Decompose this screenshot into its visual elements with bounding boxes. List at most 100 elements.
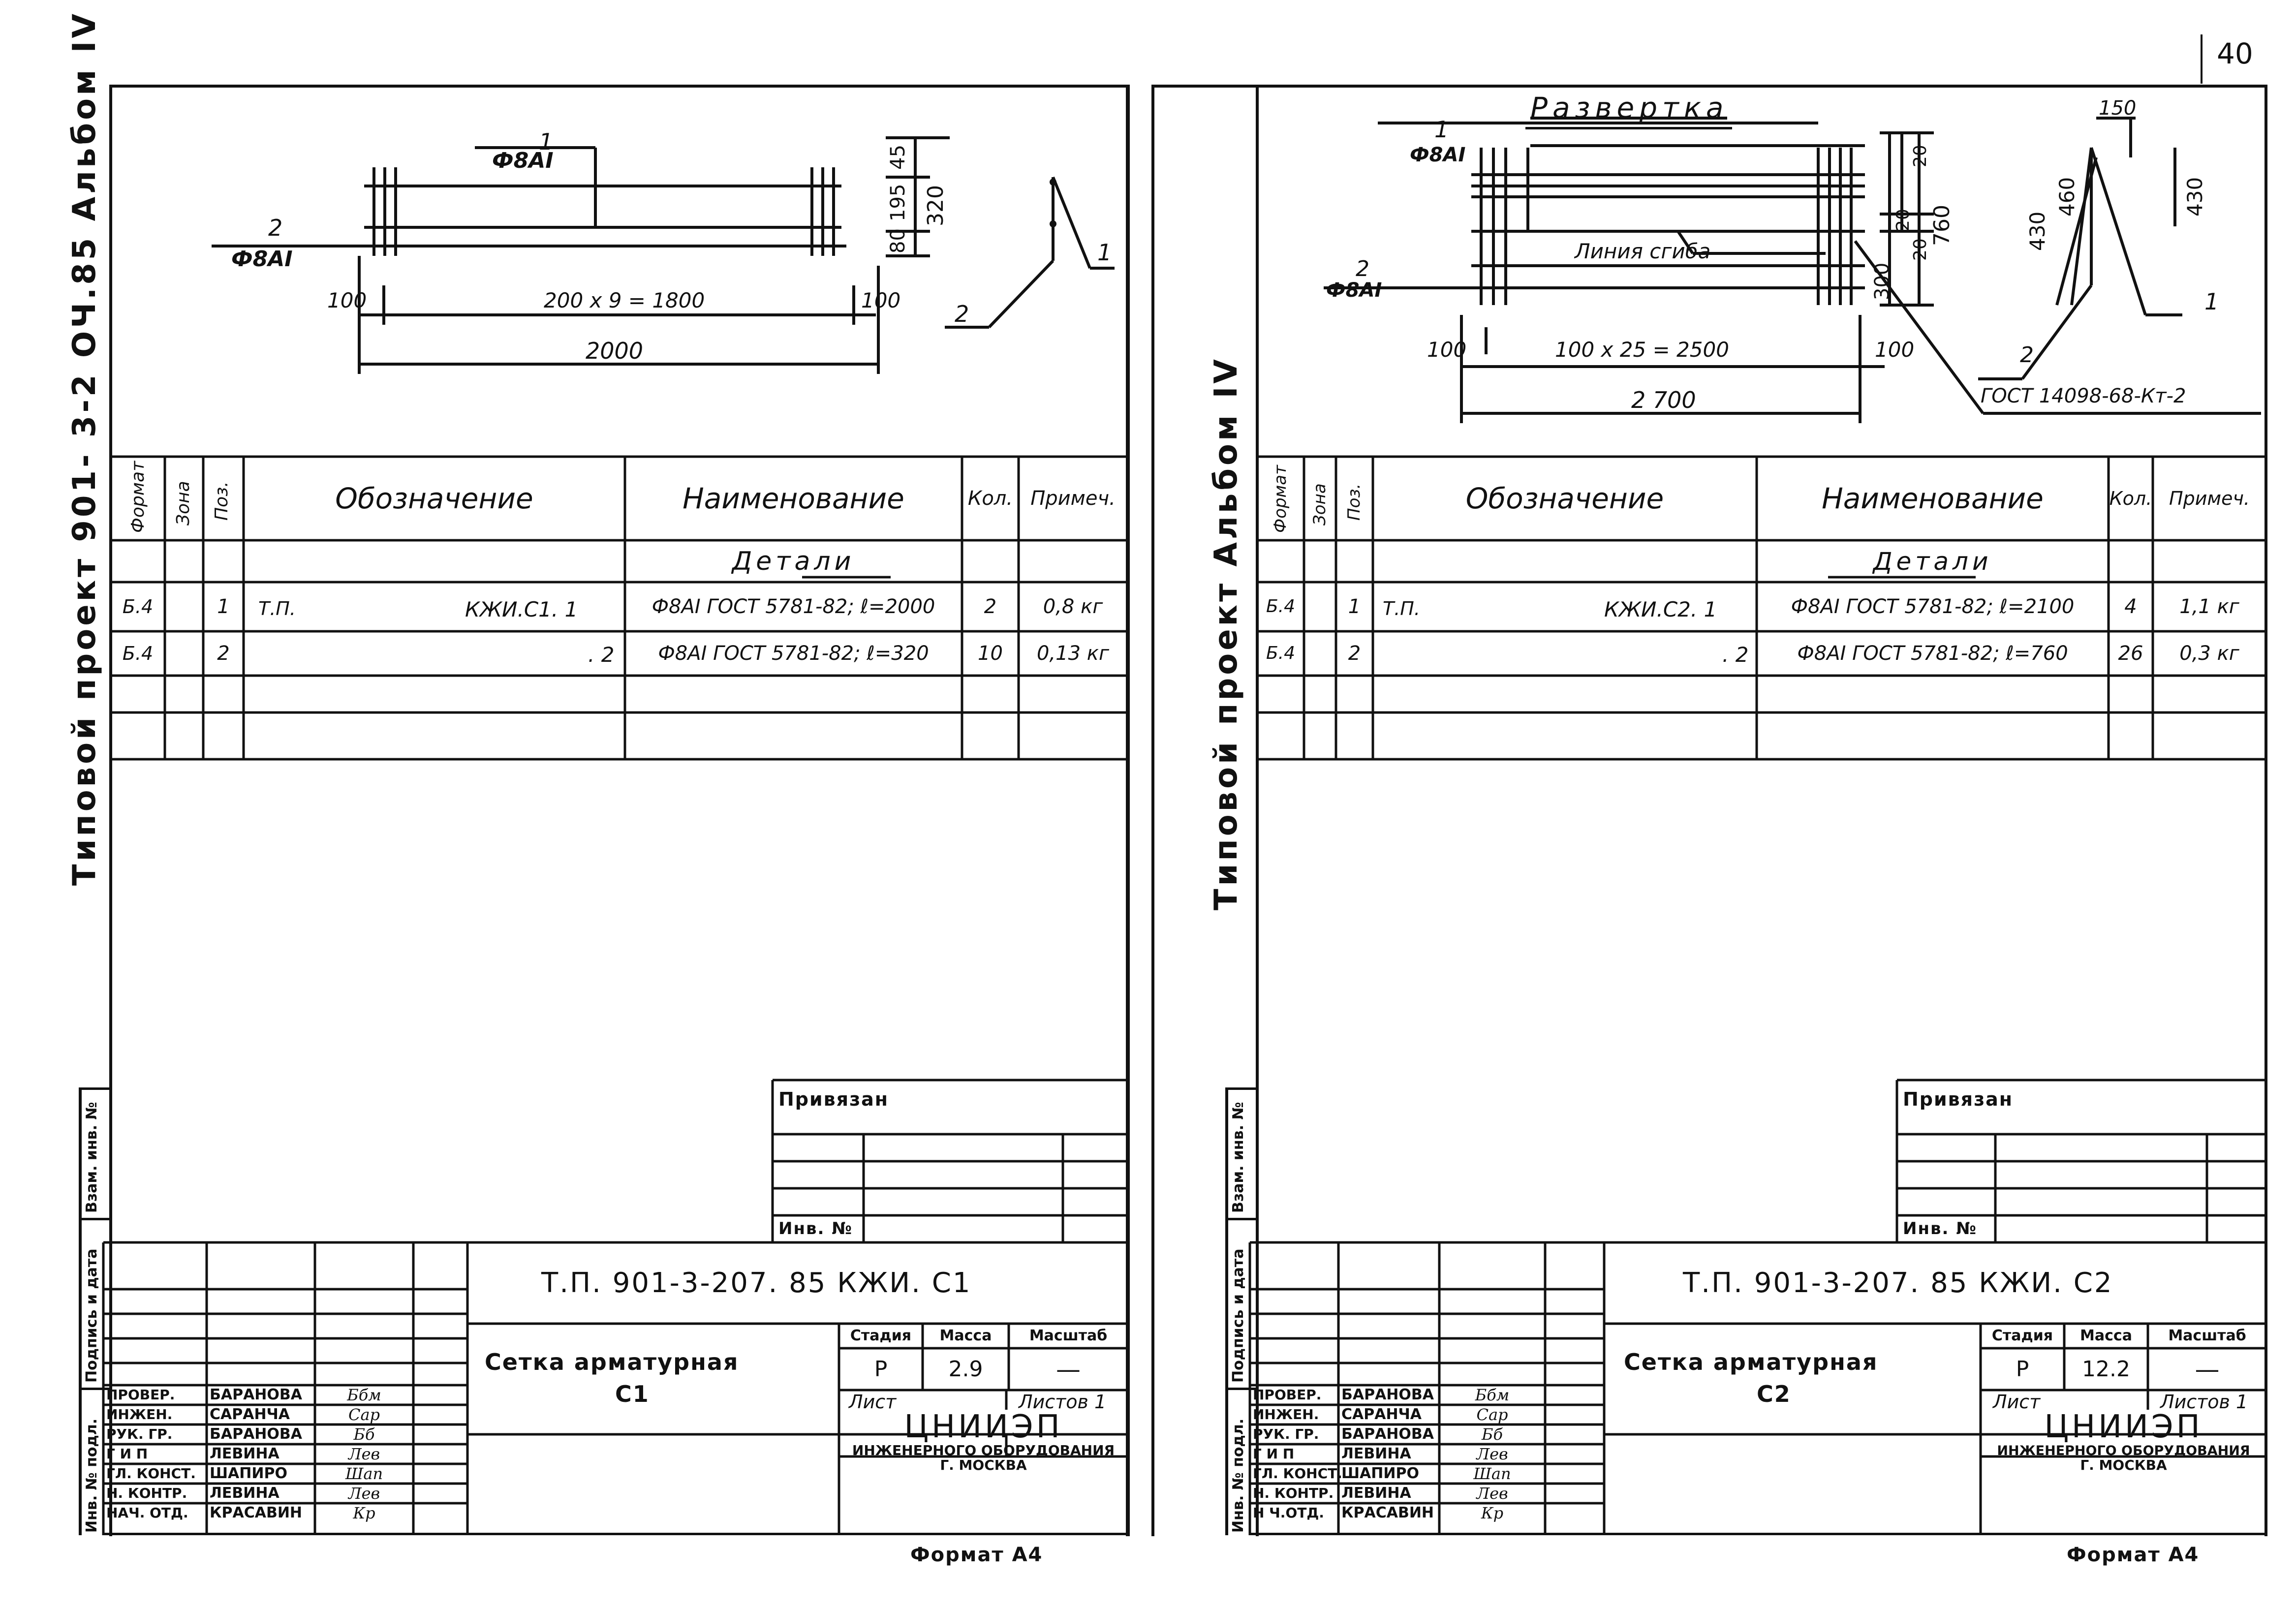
hdr-designation: Обозначение (335, 482, 533, 515)
dim-20b: 20 (1893, 209, 1913, 231)
inv-label: Инв. № (778, 1219, 853, 1238)
signature: Лев (348, 1445, 380, 1463)
dim-195: 195 (887, 184, 909, 221)
signatory-name: Шапиро (210, 1465, 287, 1482)
signatory-role: Инжен. (1253, 1406, 1319, 1423)
hdr-name: Наименование (683, 482, 904, 515)
row1-pos: 1 (217, 595, 230, 618)
title-line1: Сетка арматурная (485, 1349, 739, 1375)
signature: Бб (1481, 1425, 1503, 1444)
signatory-role: Г И П (1253, 1446, 1295, 1462)
org-name-r: ЦНИИЭП (2044, 1409, 2203, 1445)
row1-desig-a: Т.П. (258, 598, 296, 619)
signature: Лев (348, 1484, 380, 1503)
row2-pos: 2 (217, 642, 230, 665)
row1-name: Ф8АI ГОСТ 5781-82; ℓ=2000 (652, 595, 935, 618)
row2-name-r: Ф8АI ГОСТ 5781-82; ℓ=760 (1797, 642, 2068, 665)
row1-name-r: Ф8АI ГОСТ 5781-82; ℓ=2100 (1791, 595, 2075, 618)
spec-table-c1: Формат Зона Поз. Обозначение Наименовани… (111, 455, 1127, 762)
sheet-left: Типовой проект 901- 3-2 ОЧ.85 Альбом IV … (0, 0, 1147, 1610)
org-city-r: г. Москва (2080, 1457, 2167, 1473)
bend-line-label: Линия сгиба (1575, 239, 1711, 263)
org-name: ЦНИИЭП (904, 1409, 1063, 1445)
row1-note: 0,8 кг (1043, 595, 1103, 618)
row2-qty: 10 (978, 642, 1003, 665)
mass-value-r: 12.2 (2082, 1356, 2130, 1382)
signatory-role: Н ч.отд. (1253, 1505, 1324, 1521)
pos2-label-r: 2 (1356, 256, 1369, 281)
side-stamp-r1: Инв. № подл. (1230, 1418, 1247, 1533)
row2-desig-b: . 2 (588, 643, 615, 667)
gost-bend: ГОСТ 14098-68-Кт-2 (1981, 385, 2186, 407)
bend-460: 460 (2055, 177, 2079, 217)
page-number: 40 (2217, 37, 2253, 70)
pos2-bar: Ф8АI (231, 247, 293, 272)
signatory-name: Левина (210, 1485, 279, 1502)
signatory-role: Н. контр. (106, 1485, 187, 1501)
signature: Кр (1481, 1504, 1504, 1522)
row1-qty-r: 4 (2124, 595, 2137, 618)
signatory-role: Гл. Конст. (1253, 1465, 1342, 1482)
doc-code-r: Т.П. 901-3-207. 85 КЖИ. С2 (1683, 1267, 2113, 1299)
row2-desig-b-r: . 2 (1722, 643, 1749, 667)
bend-150: 150 (2099, 97, 2137, 120)
bend-430a: 430 (2025, 211, 2049, 251)
org-sub: инженерного оборудования (852, 1442, 1115, 1458)
signatory-name: Шапиро (1341, 1465, 1419, 1482)
row2-format-r: Б.4 (1266, 643, 1296, 663)
hdr-pos: Поз. (212, 481, 232, 521)
dim-total-r: 2 700 (1631, 387, 1696, 413)
section-title-r: Детали (1873, 547, 1992, 576)
dim-left: 100 (327, 288, 367, 312)
bend-430b: 430 (2183, 177, 2207, 217)
title-block-c2: Т.П. 901-3-207. 85 КЖИ. С2 Сетка арматур… (1248, 1241, 2266, 1535)
sheet-label: Лист (849, 1391, 897, 1413)
signatory-name: Баранова (1341, 1386, 1434, 1403)
scale-label-r: Масштаб (2168, 1327, 2246, 1344)
signatory-role: Г И П (106, 1446, 148, 1462)
signature: Шап (345, 1464, 383, 1483)
signatory-name: Левина (1341, 1485, 1411, 1502)
org-sub-r: инженерного оборудования (1997, 1443, 2250, 1458)
side-stamp-2: Подпись и дата (83, 1248, 100, 1383)
dim-20c: 20 (1910, 238, 1930, 261)
hdr-designation-r: Обозначение (1465, 482, 1664, 515)
mass-label: Масса (939, 1327, 992, 1344)
row1-qty: 2 (984, 595, 997, 618)
signatory-name: Левина (1341, 1445, 1411, 1462)
row1-note-r: 1,1 кг (2179, 595, 2239, 618)
row1-desig-a-r: Т.П. (1383, 598, 1420, 619)
dim-760: 760 (1929, 205, 1955, 246)
privyazan-block: Привязан Инв. № (771, 1079, 1128, 1242)
sheet-right: Типовой проект Альбом IV Инв. № подл. По… (1147, 0, 2296, 1610)
privyazan-block-r: Привязан Инв. № (1895, 1079, 2266, 1242)
detail-pos1-r: 1 (2204, 288, 2219, 315)
hdr-note-r: Примеч. (2169, 488, 2250, 509)
hdr-note: Примеч. (1030, 487, 1116, 510)
signature: Кр (353, 1504, 375, 1522)
row2-qty-r: 26 (2118, 642, 2143, 665)
signatory-name: Левина (210, 1445, 279, 1462)
scale-value: — (1056, 1355, 1081, 1384)
signatory-role: Провер. (106, 1387, 175, 1403)
dim-right: 100 (861, 288, 901, 312)
hdr-pos-r: Поз. (1344, 483, 1364, 521)
mass-value: 2.9 (948, 1356, 983, 1382)
mass-label-r: Масса (2080, 1327, 2132, 1344)
signature: Лев (1476, 1484, 1508, 1503)
title-line2: С1 (615, 1381, 650, 1407)
pos2-bar-r: Ф8АI (1326, 279, 1382, 302)
side-stamp-1: Инв. № подл. (83, 1418, 100, 1533)
dim-left-r: 100 (1427, 338, 1467, 362)
row2-note-r: 0,3 кг (2179, 642, 2239, 665)
stage-label: Стадия (850, 1327, 912, 1344)
dim-mid-r: 100 x 25 = 2500 (1555, 338, 1729, 362)
detail-pos1: 1 (1097, 239, 1112, 266)
row2-pos-r: 2 (1348, 642, 1361, 665)
stage-value: Р (874, 1356, 888, 1382)
sheets-label-r: Листов 1 (2160, 1391, 2248, 1413)
spec-table-c2: Формат Зона Поз. Обозначение Наименовани… (1257, 455, 2266, 762)
signatory-name: Баранова (210, 1425, 302, 1443)
hdr-qty-r: Кол. (2109, 488, 2152, 509)
